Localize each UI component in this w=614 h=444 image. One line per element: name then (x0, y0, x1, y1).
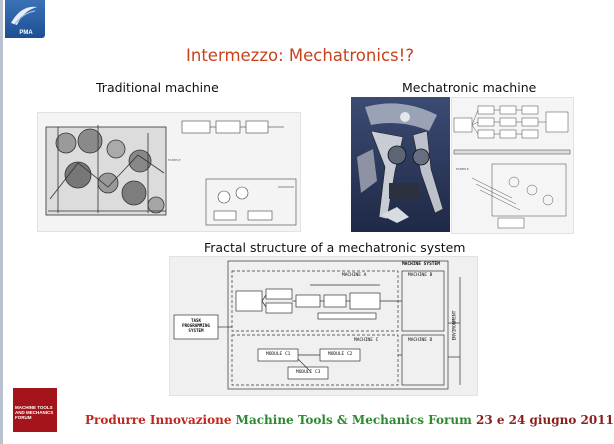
robot-photo-image (351, 97, 450, 232)
mechatronic-machine-diagram: EXAMPLE (451, 97, 574, 234)
machine-c-label: MACHINE C (354, 338, 379, 343)
pma-logo-text: PMA (19, 30, 33, 36)
module-c2-label: MODULE C2 (328, 352, 353, 357)
machine-b-label: MACHINE B (408, 273, 433, 278)
module-c3-label: MODULE C3 (296, 370, 321, 375)
machine-d-label: MACHINE D (408, 338, 433, 343)
task-programming-line-1: TASK (190, 318, 202, 323)
svg-text:EXAMPLE: EXAMPLE (456, 167, 469, 171)
pma-logo: PMA (5, 0, 45, 38)
traditional-machine-label: Traditional machine (96, 80, 219, 95)
traditional-machine-drawing: EXAMPLE (38, 113, 300, 231)
mechatronic-robot-photo (351, 97, 450, 232)
task-programming-label: TASK PROGRAMMING SYSTEM (175, 318, 217, 334)
task-programming-line-3: SYSTEM (188, 328, 204, 334)
environment-label: ENVIRONMENT (452, 310, 458, 341)
machine-system-title: MACHINE SYSTEM (402, 262, 440, 267)
traditional-machine-figure: EXAMPLE (37, 112, 301, 232)
footer-date: 23 e 24 giugno 2011 (475, 413, 614, 427)
forum-logo: MACHINE TOOLS AND MECHANICS FORUM (13, 388, 57, 432)
footer-produrre: Produrre Innovazione (85, 413, 232, 427)
pma-logo-icon (11, 6, 37, 25)
fractal-block-diagram (170, 257, 477, 395)
slide-title: Intermezzo: Mechatronics!? (186, 46, 414, 65)
footer-text: Produrre Innovazione Machine Tools & Mec… (85, 413, 614, 427)
fractal-structure-label: Fractal structure of a mechatronic syste… (204, 240, 466, 255)
fractal-structure-diagram: MACHINE SYSTEM MACHINE A MACHINE B MACHI… (169, 256, 478, 396)
mechatronic-machine-label: Mechatronic machine (402, 80, 537, 95)
svg-text:EXAMPLE: EXAMPLE (168, 158, 181, 162)
footer-forum-name: Machine Tools & Mechanics Forum (235, 413, 472, 427)
mechatronic-block-diagram: EXAMPLE (452, 98, 573, 233)
task-programming-line-2: PROGRAMMING (182, 323, 210, 329)
module-c1-label: MODULE C1 (266, 352, 291, 357)
side-strip (0, 0, 3, 444)
forum-logo-text: MACHINE TOOLS AND MECHANICS FORUM (15, 405, 54, 420)
machine-a-label: MACHINE A (342, 273, 367, 278)
